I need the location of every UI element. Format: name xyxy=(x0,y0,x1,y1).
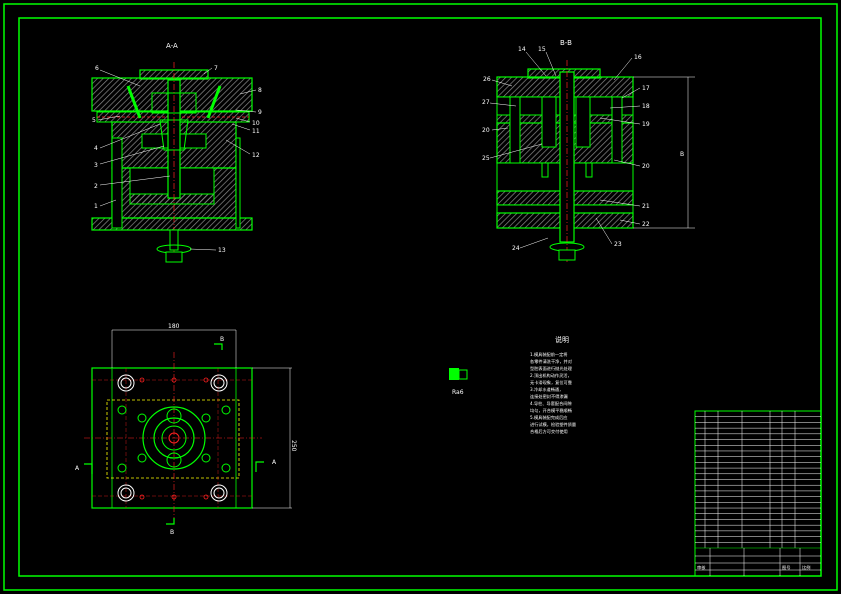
svg-text:2.顶出机构动作灵活，: 2.顶出机构动作灵活， xyxy=(530,372,572,379)
svg-text:A: A xyxy=(272,459,277,466)
svg-text:5.模具装配完成后应: 5.模具装配完成后应 xyxy=(530,414,568,421)
svg-text:8: 8 xyxy=(258,87,262,94)
svg-text:2: 2 xyxy=(94,183,98,190)
svg-text:7: 7 xyxy=(214,65,218,72)
svg-text:21: 21 xyxy=(642,203,650,210)
section-bb-view: B-B B xyxy=(482,39,695,262)
notes-title: 说明 xyxy=(555,335,569,344)
svg-text:审核: 审核 xyxy=(697,564,706,571)
svg-text:1: 1 xyxy=(94,203,98,210)
svg-text:3: 3 xyxy=(94,162,98,169)
svg-text:10: 10 xyxy=(252,120,260,127)
svg-text:合格后方可交付使用: 合格后方可交付使用 xyxy=(530,428,568,435)
svg-text:B: B xyxy=(220,336,224,343)
title-block-cells: 审核 图号 比例 xyxy=(697,564,810,571)
svg-text:A: A xyxy=(75,465,80,472)
svg-text:无卡滞现象，复位可靠: 无卡滞现象，复位可靠 xyxy=(530,379,572,386)
svg-text:11: 11 xyxy=(252,128,260,135)
inner-frame xyxy=(18,17,822,577)
svg-text:23: 23 xyxy=(614,241,622,248)
svg-text:进行试模，检验塑件质量: 进行试模，检验塑件质量 xyxy=(530,421,576,428)
title-block xyxy=(694,410,822,577)
svg-text:20: 20 xyxy=(482,127,490,134)
svg-text:连接处密封不得渗漏: 连接处密封不得渗漏 xyxy=(530,393,568,400)
svg-text:型腔表面进行抛光处理: 型腔表面进行抛光处理 xyxy=(530,365,573,372)
svg-text:6: 6 xyxy=(95,65,99,72)
svg-text:24: 24 xyxy=(512,245,520,252)
svg-text:22: 22 xyxy=(642,221,650,228)
svg-text:13: 13 xyxy=(218,247,226,254)
svg-text:19: 19 xyxy=(642,121,650,128)
svg-text:1.模具装配前一定将: 1.模具装配前一定将 xyxy=(530,351,568,358)
svg-text:14: 14 xyxy=(518,46,526,53)
section-aa-view: A-A xyxy=(91,42,262,263)
svg-text:20: 20 xyxy=(642,163,650,170)
svg-text:26: 26 xyxy=(483,76,491,83)
notes-block: 说明 1.模具装配前一定将 各零件清洗干净，并对 型腔表面进行抛光处理 2.顶出… xyxy=(530,335,576,435)
svg-text:17: 17 xyxy=(642,85,650,92)
svg-text:12: 12 xyxy=(252,152,260,159)
plan-view: 180 250 A A B B xyxy=(75,323,297,536)
section-aa-labels: 6 7 8 5 9 10 11 4 12 3 2 1 13 xyxy=(92,65,262,254)
svg-text:均匀，开合模平稳顺畅: 均匀，开合模平稳顺畅 xyxy=(530,407,572,414)
svg-text:3.冷却水道畅通，: 3.冷却水道畅通， xyxy=(530,386,563,393)
svg-text:9: 9 xyxy=(258,109,262,116)
svg-text:比例: 比例 xyxy=(802,564,810,571)
outer-frame xyxy=(3,3,838,591)
part-sketch: Ra6 xyxy=(449,368,468,396)
svg-text:25: 25 xyxy=(482,155,490,162)
section-bb-labels: 14 15 16 26 17 27 18 19 20 25 20 21 22 2… xyxy=(482,46,650,252)
svg-text:B: B xyxy=(170,529,174,536)
svg-text:4.导柱、导套配合间隙: 4.导柱、导套配合间隙 xyxy=(530,400,572,407)
svg-text:16: 16 xyxy=(634,54,642,61)
svg-text:27: 27 xyxy=(482,99,490,106)
svg-text:B: B xyxy=(680,151,684,158)
svg-text:18: 18 xyxy=(642,103,650,110)
svg-text:250: 250 xyxy=(290,440,297,452)
svg-text:15: 15 xyxy=(538,46,546,53)
svg-text:Ra6: Ra6 xyxy=(452,389,464,396)
svg-text:4: 4 xyxy=(94,145,98,152)
svg-text:图号: 图号 xyxy=(782,565,790,571)
svg-text:180: 180 xyxy=(168,323,180,330)
svg-text:各零件清洗干净，并对: 各零件清洗干净，并对 xyxy=(530,358,572,365)
section-aa-title: A-A xyxy=(166,42,178,50)
svg-text:5: 5 xyxy=(92,117,96,124)
section-bb-title: B-B xyxy=(560,39,572,47)
